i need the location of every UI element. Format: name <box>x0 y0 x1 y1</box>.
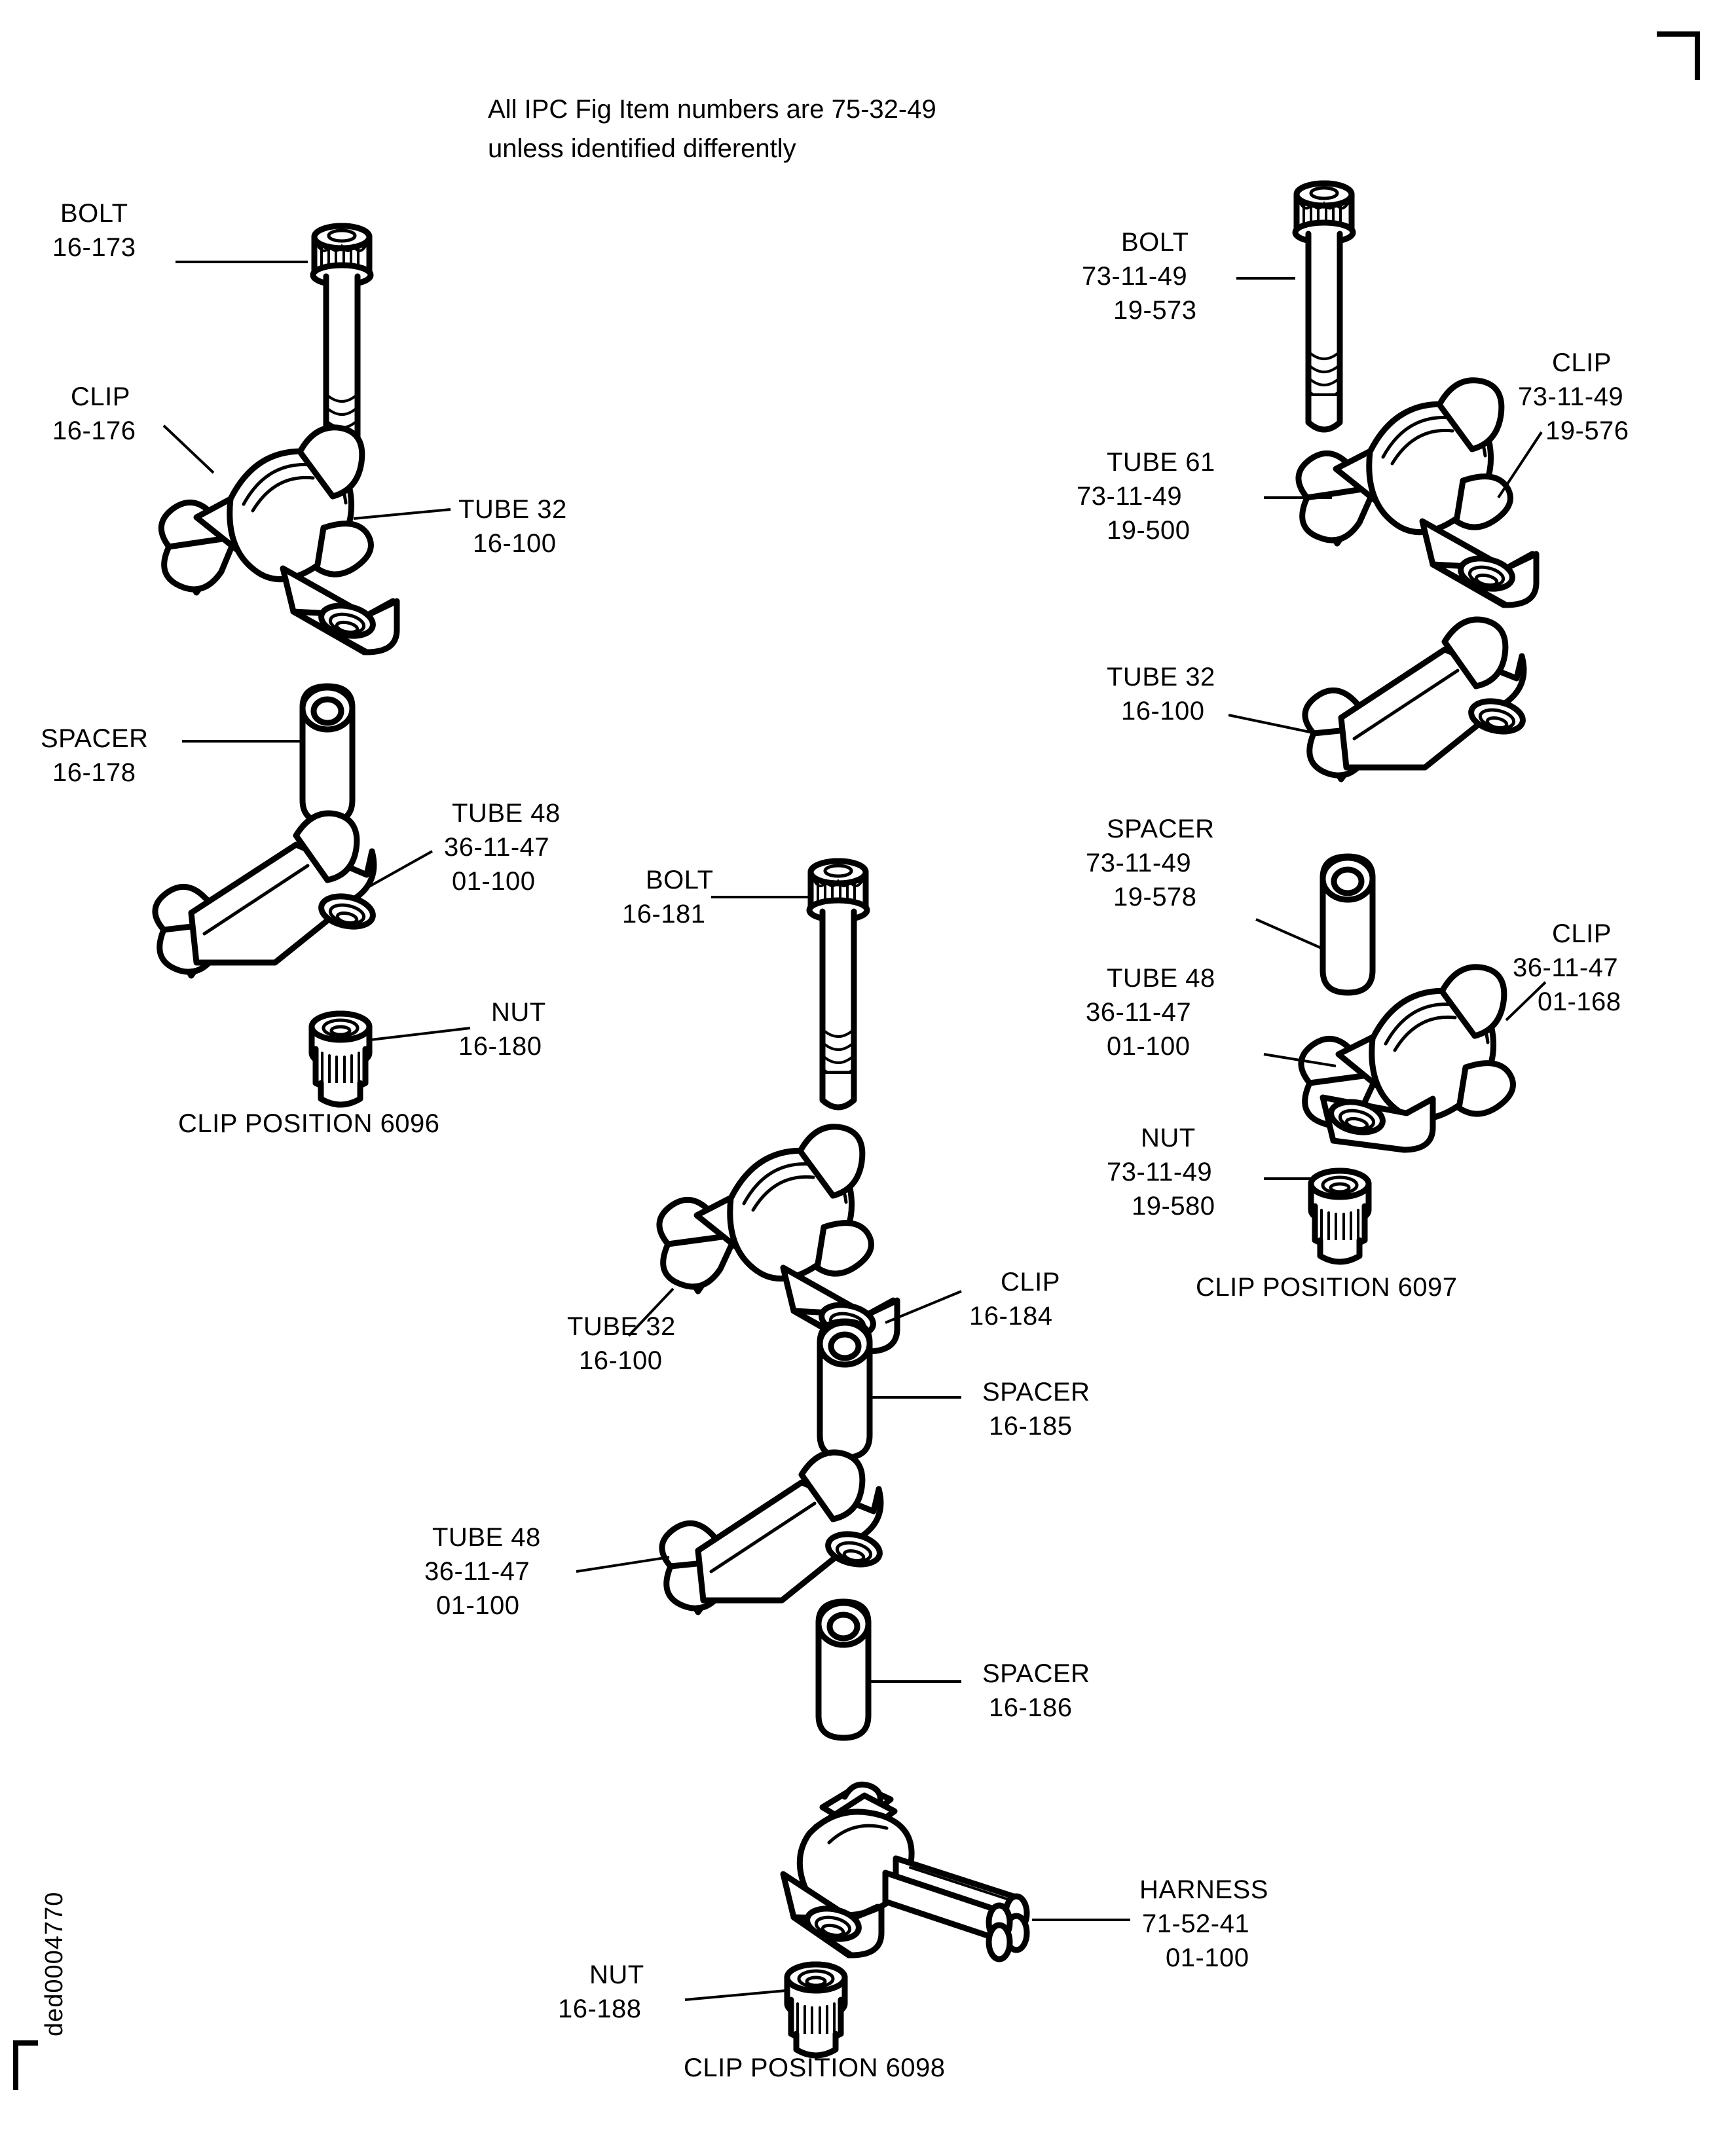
label-spacer-19-578-code1: 73-11-49 <box>1086 849 1192 877</box>
leader-tube48-6097 <box>1263 1053 1337 1067</box>
label-tube32-6098-name: TUBE 32 <box>567 1312 676 1341</box>
label-clip-16-184-name: CLIP <box>1001 1268 1060 1297</box>
part-clip-16-184 <box>656 1124 900 1355</box>
label-bolt-16-181-name: BOLT <box>646 866 714 894</box>
label-tube48-6098-code1: 36-11-47 <box>424 1557 530 1586</box>
note-line-1: All IPC Fig Item numbers are 75-32-49 <box>488 95 936 124</box>
label-spacer-19-578-name: SPACER <box>1107 815 1215 843</box>
part-spacer-16-185 <box>820 1321 870 1458</box>
label-tube32-16-100-code: 16-100 <box>473 529 557 558</box>
label-bolt-19-573-code2: 19-573 <box>1113 296 1197 325</box>
part-spacer-73-11-49-19-578 <box>1323 856 1373 993</box>
label-spacer-16-178-code: 16-178 <box>52 758 136 787</box>
label-clip-19-576-name: CLIP <box>1552 348 1612 377</box>
label-nut-19-580-code2: 19-580 <box>1132 1192 1215 1221</box>
label-clip-16-176-name: CLIP <box>71 382 130 411</box>
label-tube32-16-100-name: TUBE 32 <box>458 495 567 524</box>
caption-clip-position-6098: CLIP POSITION 6098 <box>684 2053 946 2082</box>
leader-tube48-6098 <box>576 1556 670 1573</box>
corner-mark-top-right <box>1657 31 1700 80</box>
label-spacer-16-185-code: 16-185 <box>989 1412 1073 1441</box>
label-harness-code1: 71-52-41 <box>1142 1909 1250 1938</box>
label-bolt-19-573-name: BOLT <box>1121 228 1189 257</box>
part-nut-73-11-49-19-580 <box>1311 1171 1369 1262</box>
part-bolt-16-181 <box>809 861 867 1107</box>
label-spacer-16-178-name: SPACER <box>41 724 149 753</box>
label-nut-19-580-name: NUT <box>1141 1124 1196 1152</box>
label-nut-16-188-code: 16-188 <box>558 1995 642 2023</box>
part-clip-36-11-47-01-168 <box>1298 964 1516 1153</box>
leader-clip-01-168 <box>1505 981 1547 1021</box>
leader-tube48-36-11-47 <box>366 850 433 889</box>
label-clip-16-176-code: 16-176 <box>52 416 136 445</box>
label-tube48-36-11-47-code1: 36-11-47 <box>444 833 550 862</box>
caption-clip-position-6097: CLIP POSITION 6097 <box>1196 1273 1458 1302</box>
label-tube61-19-500-code1: 73-11-49 <box>1077 482 1183 511</box>
label-bolt-19-573-code1: 73-11-49 <box>1082 262 1188 291</box>
label-bolt-16-173-name: BOLT <box>60 199 128 228</box>
label-nut-16-180-name: NUT <box>491 998 546 1027</box>
label-tube32-6097-code: 16-100 <box>1121 697 1205 726</box>
label-spacer-16-186-code: 16-186 <box>989 1693 1073 1722</box>
label-spacer-16-186-name: SPACER <box>982 1659 1090 1688</box>
part-tube48-bracket-16-176 <box>152 810 377 979</box>
leader-tube32-6098 <box>627 1287 674 1337</box>
label-clip-01-168-code2: 01-168 <box>1538 987 1621 1016</box>
label-nut-16-188-name: NUT <box>589 1960 644 1989</box>
corner-mark-bottom-left <box>13 2040 38 2090</box>
label-harness-name: HARNESS <box>1139 1875 1268 1904</box>
part-harness-71-52-41 <box>780 1781 1030 1962</box>
label-nut-19-580-code1: 73-11-49 <box>1107 1158 1213 1187</box>
label-bolt-16-181-code: 16-181 <box>622 900 706 929</box>
label-clip-01-168-code1: 36-11-47 <box>1513 953 1619 982</box>
part-bolt-73-11-49-19-573 <box>1295 183 1353 430</box>
leader-clip-16-176 <box>162 424 215 474</box>
caption-clip-position-6096: CLIP POSITION 6096 <box>178 1109 440 1138</box>
part-spacer-16-186 <box>819 1602 868 1738</box>
leader-clip-19-576 <box>1497 431 1543 499</box>
part-nut-16-180 <box>312 1014 369 1105</box>
leader-tube32-6097 <box>1228 714 1317 735</box>
label-tube48-6098-name: TUBE 48 <box>432 1523 541 1552</box>
note-line-2: unless identified differently <box>488 134 796 163</box>
part-spacer-16-178 <box>303 686 352 822</box>
label-tube48-36-11-47-name: TUBE 48 <box>452 799 561 828</box>
leader-clip-16-184 <box>885 1290 962 1324</box>
label-tube32-6097-name: TUBE 32 <box>1107 663 1215 691</box>
label-tube61-19-500-name: TUBE 61 <box>1107 448 1215 477</box>
label-harness-code2: 01-100 <box>1166 1943 1249 1972</box>
label-tube48-6097-code2: 01-100 <box>1107 1032 1191 1061</box>
label-tube48-6098-code2: 01-100 <box>436 1591 520 1620</box>
label-tube32-6098-code: 16-100 <box>579 1346 663 1375</box>
part-clip-73-11-49-19-576 <box>1295 377 1540 608</box>
leader-tube32-16-100 <box>353 508 451 520</box>
label-clip-01-168-name: CLIP <box>1552 919 1612 948</box>
label-bolt-16-173-code: 16-173 <box>52 233 136 262</box>
part-tube32-bracket-6097 <box>1302 616 1527 782</box>
label-nut-16-180-code: 16-180 <box>458 1032 542 1061</box>
part-tube48-bracket-6098 <box>659 1449 884 1615</box>
part-nut-16-188 <box>787 1964 845 2055</box>
label-spacer-16-185-name: SPACER <box>982 1378 1090 1407</box>
label-clip-16-184-code: 16-184 <box>969 1302 1053 1331</box>
leader-spacer-19-578 <box>1255 918 1322 949</box>
part-clip-16-176 <box>158 424 400 655</box>
label-tube48-36-11-47-code2: 01-100 <box>452 867 536 896</box>
leader-nut-16-188 <box>684 1989 786 2001</box>
label-tube48-6097-code1: 36-11-47 <box>1086 998 1192 1027</box>
label-clip-19-576-code1: 73-11-49 <box>1518 382 1624 411</box>
label-tube48-6097-name: TUBE 48 <box>1107 964 1215 993</box>
label-spacer-19-578-code2: 19-578 <box>1113 883 1197 911</box>
label-clip-19-576-code2: 19-576 <box>1545 416 1629 445</box>
leader-nut-16-180 <box>370 1027 471 1041</box>
label-tube61-19-500-code2: 19-500 <box>1107 516 1191 545</box>
